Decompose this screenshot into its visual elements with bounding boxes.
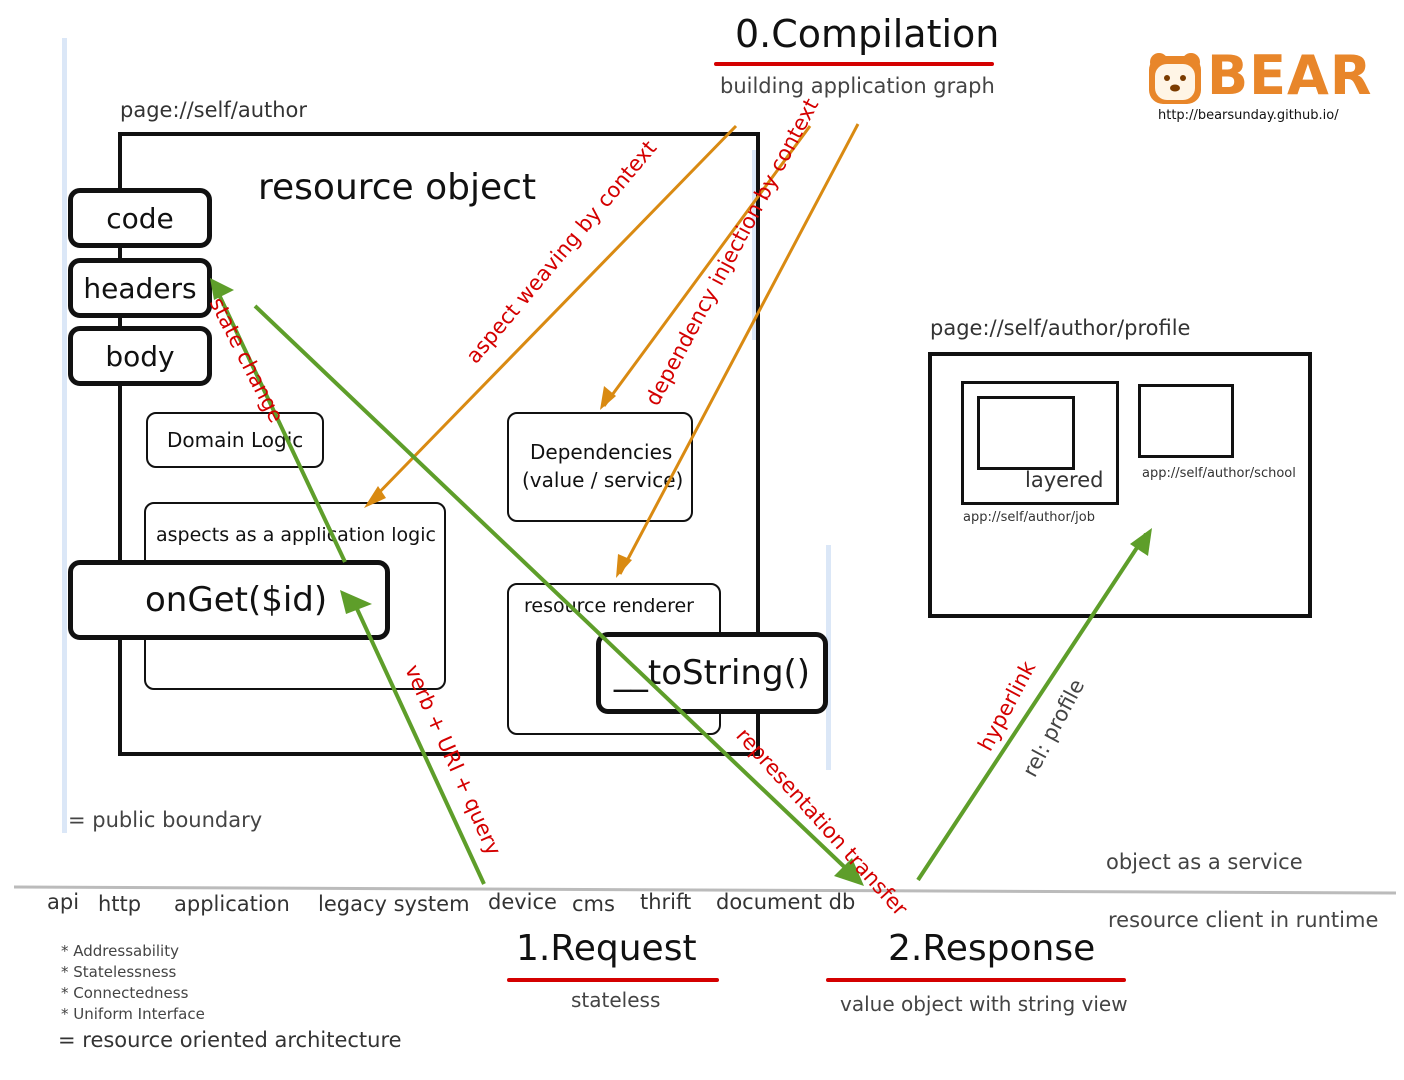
principle-uniform-interface: * Uniform Interface: [61, 1005, 205, 1023]
protocol-cms: cms: [572, 892, 615, 916]
protocol-thrift: thrift: [640, 890, 692, 914]
di-renderer-arrowhead: [616, 554, 632, 578]
code-box: code: [68, 188, 212, 248]
request-title: 1.Request: [516, 928, 697, 969]
public-boundary-line-right: [826, 545, 831, 770]
response-subtitle: value object with string view: [840, 992, 1128, 1016]
public-boundary-line-left: [62, 38, 67, 833]
protocol-legacy-system: legacy system: [318, 892, 470, 916]
verb-arrowhead: [340, 590, 372, 614]
boundary-right-top: [752, 150, 757, 340]
verb-arrow: [350, 597, 486, 885]
horizon-line: [13, 885, 1397, 895]
state-change-arrowhead: [210, 278, 234, 300]
resource-object-frame-top: [118, 132, 760, 136]
domain-logic-label: Domain Logic: [167, 428, 304, 452]
aspects-label: aspects as a application logic: [156, 524, 436, 546]
headers-box: headers: [68, 258, 212, 318]
page-profile-uri: page://self/author/profile: [930, 316, 1191, 340]
bear-logo: BEAR: [1145, 44, 1371, 108]
request-subtitle: stateless: [571, 988, 661, 1012]
aspect-weaving-arrow: [366, 124, 738, 506]
protocol-device: device: [488, 890, 557, 914]
principle-statelessness: * Statelessness: [61, 963, 177, 981]
representation-arrow: [253, 304, 858, 880]
dependencies-box: [507, 412, 693, 522]
object-service-label: object as a service: [1106, 850, 1303, 874]
job-uri: app://self/author/job: [963, 510, 1095, 525]
aspect-weaving-arrowhead: [364, 486, 386, 508]
tostring-box: __toString(): [596, 632, 828, 714]
compilation-underline: [714, 62, 994, 66]
bear-face-icon: [1149, 53, 1201, 104]
dependencies-label: Dependencies: [530, 440, 673, 464]
body-box: body: [68, 326, 212, 386]
hyperlink-arrowhead: [1130, 528, 1152, 556]
response-title: 2.Response: [888, 928, 1096, 969]
resource-object-title: resource object: [258, 167, 537, 208]
hyperlink-arrow: [916, 532, 1148, 882]
request-underline: [507, 978, 719, 982]
compilation-subtitle: building application graph: [720, 74, 995, 98]
di-arrow-deps: [602, 125, 812, 407]
school-uri: app://self/author/school: [1142, 466, 1296, 481]
protocol-application: application: [174, 892, 290, 916]
public-boundary-legend: = public boundary: [68, 808, 263, 832]
protocol-document-db: document db: [716, 890, 856, 914]
bear-url[interactable]: http://bearsunday.github.io/: [1158, 108, 1339, 123]
layered-label: layered: [1025, 468, 1104, 492]
onget-box: onGet($id): [68, 560, 390, 640]
job-outer-box: [961, 381, 1119, 505]
bear-logo-text: BEAR: [1207, 44, 1373, 107]
principle-addressability: * Addressability: [61, 942, 179, 960]
protocol-api: api: [47, 890, 80, 914]
di-arrow-renderer: [618, 123, 860, 575]
domain-logic-box: [146, 412, 324, 468]
protocol-http: http: [98, 892, 142, 916]
representation-arrowhead: [834, 858, 864, 886]
school-box: [1138, 384, 1234, 458]
profile-frame: [928, 352, 1312, 618]
compilation-title: 0.Compilation: [735, 12, 1000, 56]
state-change-arrow: [212, 283, 347, 563]
di-deps-arrowhead: [600, 386, 616, 410]
page-author-uri: page://self/author: [120, 98, 308, 122]
dependencies-sublabel: (value / service): [522, 468, 684, 492]
response-underline: [826, 978, 1126, 982]
resource-client-label: resource client in runtime: [1108, 908, 1379, 932]
resource-object-frame: [118, 132, 760, 756]
roa-label: = resource oriented architecture: [58, 1028, 402, 1052]
job-inner-box: [977, 396, 1075, 470]
principle-connectedness: * Connectedness: [61, 984, 189, 1002]
